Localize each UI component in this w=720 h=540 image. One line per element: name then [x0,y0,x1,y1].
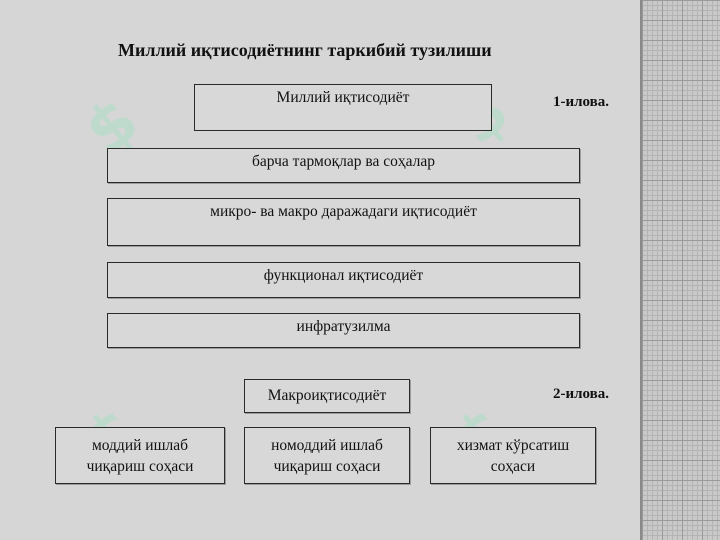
page-title: Миллий иқтисодиётнинг таркибий тузилиши [118,40,492,60]
sector-label-line: номоддий ишлаб [271,436,383,454]
sector-label-line: моддий ишлаб [91,436,189,454]
national-economy-box: Миллий иқтисодиёт [194,84,492,131]
graph-paper-strip [640,0,720,540]
sector-box: моддий ишлаб чиқариш соҳаси [55,427,225,484]
level-box: инфратузилма [107,313,580,348]
sector-label-line: хизмат кўрсатиш [456,436,570,454]
level-box: функционал иқтисодиёт [107,262,580,298]
figure-2-label: 2-илова. [553,386,610,402]
level-box: барча тармоқлар ва соҳалар [107,148,580,183]
sector-box: номоддий ишлаб чиқариш соҳаси [244,427,410,484]
macroeconomy-box: Макроиқтисодиёт [244,379,410,413]
figure-1-label: 1-илова. [553,94,610,110]
slide: $ $ $ $ Миллий иқтисодиётнинг таркибий т… [55,40,610,484]
sector-label-line: соҳаси [490,457,536,475]
sector-label-line: чиқариш соҳаси [86,457,194,475]
sector-label-line: чиқариш соҳаси [273,457,381,475]
level-box: микро- ва макро даражадаги иқтисодиёт [107,198,580,246]
sector-box: хизмат кўрсатиш соҳаси [430,427,596,484]
